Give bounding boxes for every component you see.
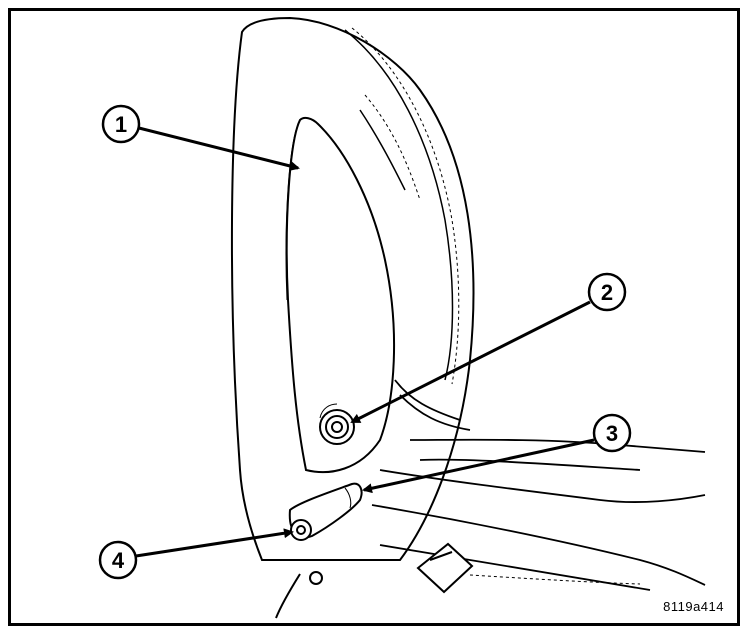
pivot-bolt	[290, 519, 312, 541]
callout-3: 3	[362, 413, 632, 494]
recliner-knob	[319, 403, 355, 445]
callout-2-label: 2	[601, 280, 613, 305]
callout-4: 4	[98, 528, 294, 580]
callout-2: 2	[350, 272, 627, 424]
callout-3-label: 3	[606, 421, 618, 446]
figure-id-label: 8119a414	[663, 599, 724, 614]
airbag-cover	[285, 116, 396, 474]
callout-4-label: 4	[112, 548, 125, 573]
callout-1: 1	[101, 104, 300, 171]
belt-buckle	[275, 542, 474, 619]
callout-1-label: 1	[115, 112, 127, 137]
